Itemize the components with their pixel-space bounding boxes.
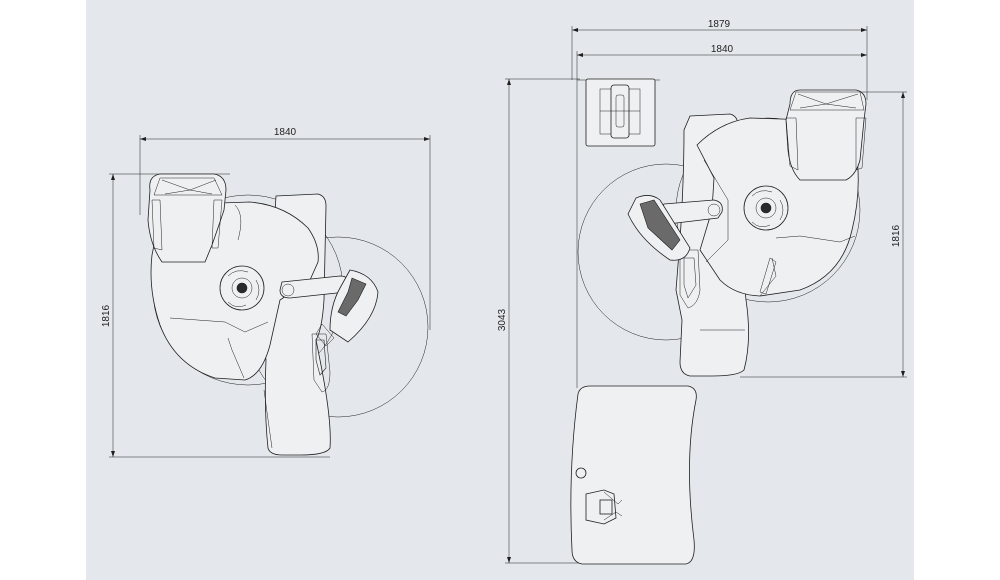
right-handle: [759, 257, 777, 295]
left-view: 1840 1816: [101, 127, 431, 458]
left-width-dimension: 1840: [139, 127, 431, 330]
right-length-label: 3043: [497, 308, 508, 331]
left-width-label: 1840: [274, 127, 297, 138]
left-height-label: 1816: [101, 304, 112, 327]
left-spittoon: [219, 265, 265, 311]
right-operator-desk: [570, 385, 697, 565]
right-chair-headrest: [785, 89, 867, 181]
right-sink-cabinet: [585, 78, 656, 147]
right-view: 1879 1840 3043 1816: [497, 19, 907, 565]
right-width-dimension: 1840: [576, 44, 867, 80]
right-height-label: 1816: [891, 224, 902, 247]
right-width-label: 1840: [711, 44, 734, 55]
right-instrument-arm: [627, 195, 723, 261]
right-overall-width-dimension: 1879: [571, 19, 868, 100]
right-height-dimension: 1816: [740, 91, 907, 378]
right-operator-stool: [585, 489, 623, 525]
right-spittoon: [743, 185, 789, 231]
left-chair-headrest: [147, 173, 227, 263]
left-instrument-arm: [279, 269, 379, 347]
right-overall-width-label: 1879: [708, 19, 731, 30]
